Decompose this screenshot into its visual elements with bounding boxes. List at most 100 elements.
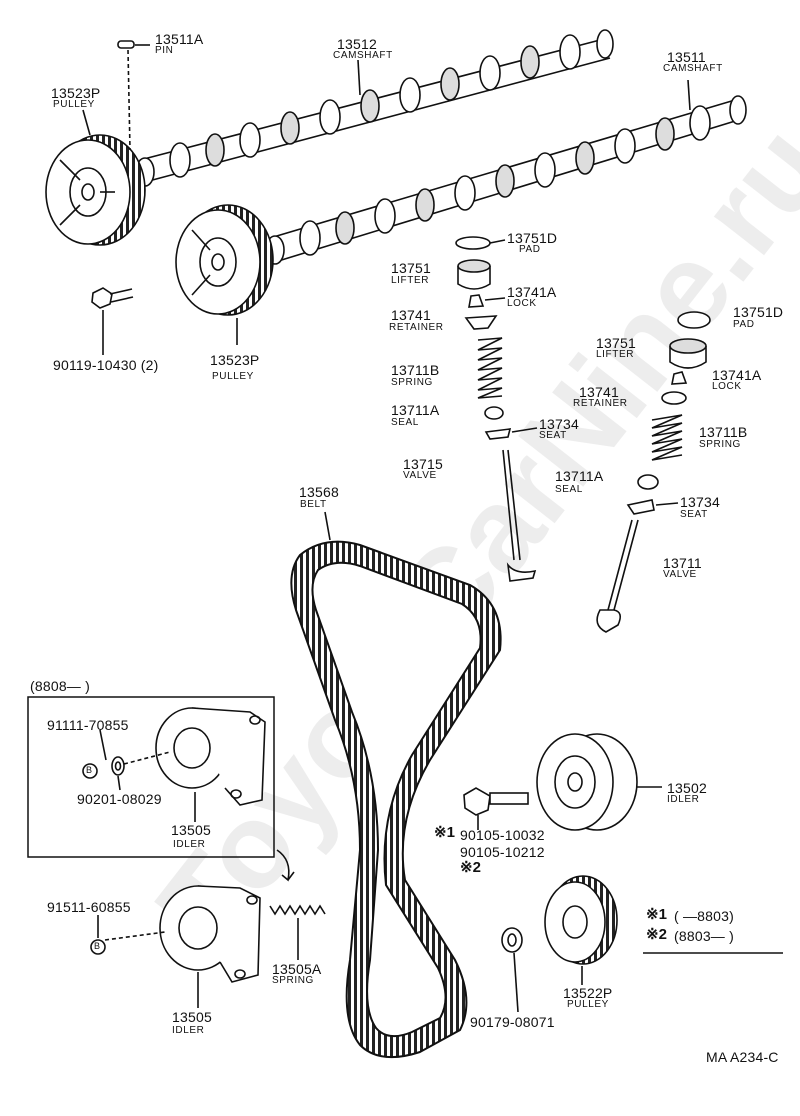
lifter-left-name: LIFTER	[391, 275, 430, 286]
idler-right-name: IDLER	[667, 794, 700, 805]
seat-left-name: SEAT	[539, 430, 567, 441]
idler-right-shape	[536, 733, 638, 831]
bolt-idler-2-number: 90105-10212	[460, 844, 545, 860]
spring-right-number: 13711B	[699, 424, 748, 440]
lifter-right-number: 13751	[596, 335, 636, 351]
legend-mark-2: ※2	[646, 926, 667, 943]
mark-1: ※1	[434, 824, 455, 841]
bolt-pulley-number: 90119-10430 (2)	[53, 357, 159, 373]
idler-right-number: 13502	[667, 780, 707, 796]
bolt-idler-1-number: 90105-10032	[460, 827, 545, 843]
pulley-crank-name: PULLEY	[567, 999, 609, 1010]
valve-left-shape	[502, 449, 537, 582]
circle-b-box-letter: B	[86, 765, 93, 775]
washer-box-number: 90201-08029	[77, 791, 162, 807]
circle-b-box	[82, 763, 98, 779]
belt-number: 13568	[299, 484, 339, 500]
spring-right-shape	[651, 414, 683, 461]
pad-right-shape	[677, 311, 711, 329]
bolt-box-number: 91111-70855	[47, 717, 129, 733]
retainer-left-name: RETAINER	[389, 322, 444, 333]
revision-box	[27, 696, 275, 858]
circle-b-lower	[90, 939, 106, 955]
idler-lower-name: IDLER	[172, 1025, 205, 1036]
mark-2: ※2	[460, 859, 481, 876]
retainer-right-number: 13741	[579, 384, 619, 400]
idler-box-name: IDLER	[173, 839, 206, 850]
pad-left-shape	[455, 236, 491, 250]
bolt-pulley-shape	[91, 287, 134, 309]
washer-crank-shape	[501, 927, 523, 953]
legend-text-2: (8803— )	[674, 928, 734, 944]
lifter-right-name: LIFTER	[596, 349, 635, 360]
pulley-top-shape	[45, 134, 146, 246]
pin-shape	[117, 40, 135, 49]
pulley-top-number: 13523P	[51, 85, 101, 101]
seat-right-number: 13734	[680, 494, 720, 510]
box-range: (8808— )	[30, 678, 90, 694]
valve-left-number: 13715	[403, 456, 443, 472]
pulley-top-name: PULLEY	[53, 99, 95, 110]
pad-left-number: 13751D	[507, 230, 558, 246]
lock-right-shape	[671, 371, 688, 385]
washer-box-shape	[111, 756, 125, 776]
seat-right-shape	[626, 499, 655, 515]
bolt-idler-shape	[463, 787, 529, 816]
retainer-left-number: 13741	[391, 307, 431, 323]
lock-left-shape	[468, 294, 485, 308]
pin-number: 13511A	[155, 31, 204, 47]
valve-right-shape	[596, 519, 639, 633]
seat-right-name: SEAT	[680, 509, 708, 520]
legend-text-1: ( —8803)	[674, 908, 734, 924]
spring-idler-shape	[269, 904, 326, 916]
pad-right-name: PAD	[733, 319, 755, 330]
pad-left-name: PAD	[519, 244, 541, 255]
valve-right-name: VALVE	[663, 569, 697, 580]
pulley-crank-number: 13522P	[563, 985, 613, 1001]
idler-box-number: 13505	[171, 822, 211, 838]
spring-idler-number: 13505A	[272, 961, 322, 977]
camshaft-exhaust-shape	[135, 29, 614, 187]
motion-arrow	[276, 849, 295, 882]
seal-left-name: SEAL	[391, 417, 419, 428]
belt-name: BELT	[300, 499, 327, 510]
diagram-code: MA A234-C	[706, 1049, 779, 1065]
camshaft-exhaust-name: CAMSHAFT	[333, 50, 393, 61]
spring-idler-name: SPRING	[272, 975, 314, 986]
camshaft-exhaust-number: 13512	[337, 36, 377, 52]
camshaft-intake-number: 13511	[667, 49, 706, 65]
circle-b-lower-letter: B	[94, 941, 101, 951]
seal-right-shape	[637, 474, 659, 490]
legend-mark-1: ※1	[646, 906, 667, 923]
belt-shape	[290, 540, 502, 1059]
spring-right-name: SPRING	[699, 439, 741, 450]
washer-crank-number: 90179-08071	[470, 1014, 555, 1030]
lock-right-number: 13741A	[712, 367, 762, 383]
seal-right-name: SEAL	[555, 484, 583, 495]
idler-lower-number: 13505	[172, 1009, 212, 1025]
seat-left-shape	[484, 428, 512, 440]
seal-right-number: 13711A	[555, 468, 604, 484]
pin-name: PIN	[155, 45, 174, 56]
valve-left-name: VALVE	[403, 470, 437, 481]
lock-left-number: 13741A	[507, 284, 557, 300]
pulley-lower-number: 13523P	[210, 352, 260, 368]
camshaft-intake-shape	[265, 95, 747, 265]
idler-lower-shape	[159, 885, 261, 983]
pulley-lower-name: PULLEY	[212, 371, 254, 382]
idler-box-shape	[155, 707, 266, 806]
seal-left-shape	[484, 406, 504, 420]
retainer-right-shape	[661, 391, 687, 405]
bolt-lower-number: 91511-60855	[47, 899, 131, 915]
lock-left-name: LOCK	[507, 298, 537, 309]
seal-left-number: 13711A	[391, 402, 440, 418]
lifter-left-number: 13751	[391, 260, 431, 276]
spring-left-shape	[477, 337, 503, 399]
valve-right-number: 13711	[663, 555, 702, 571]
retainer-left-shape	[464, 315, 498, 330]
seat-left-number: 13734	[539, 416, 579, 432]
pulley-crank-shape	[544, 875, 618, 965]
spring-left-name: SPRING	[391, 377, 433, 388]
camshaft-intake-name: CAMSHAFT	[663, 63, 723, 74]
